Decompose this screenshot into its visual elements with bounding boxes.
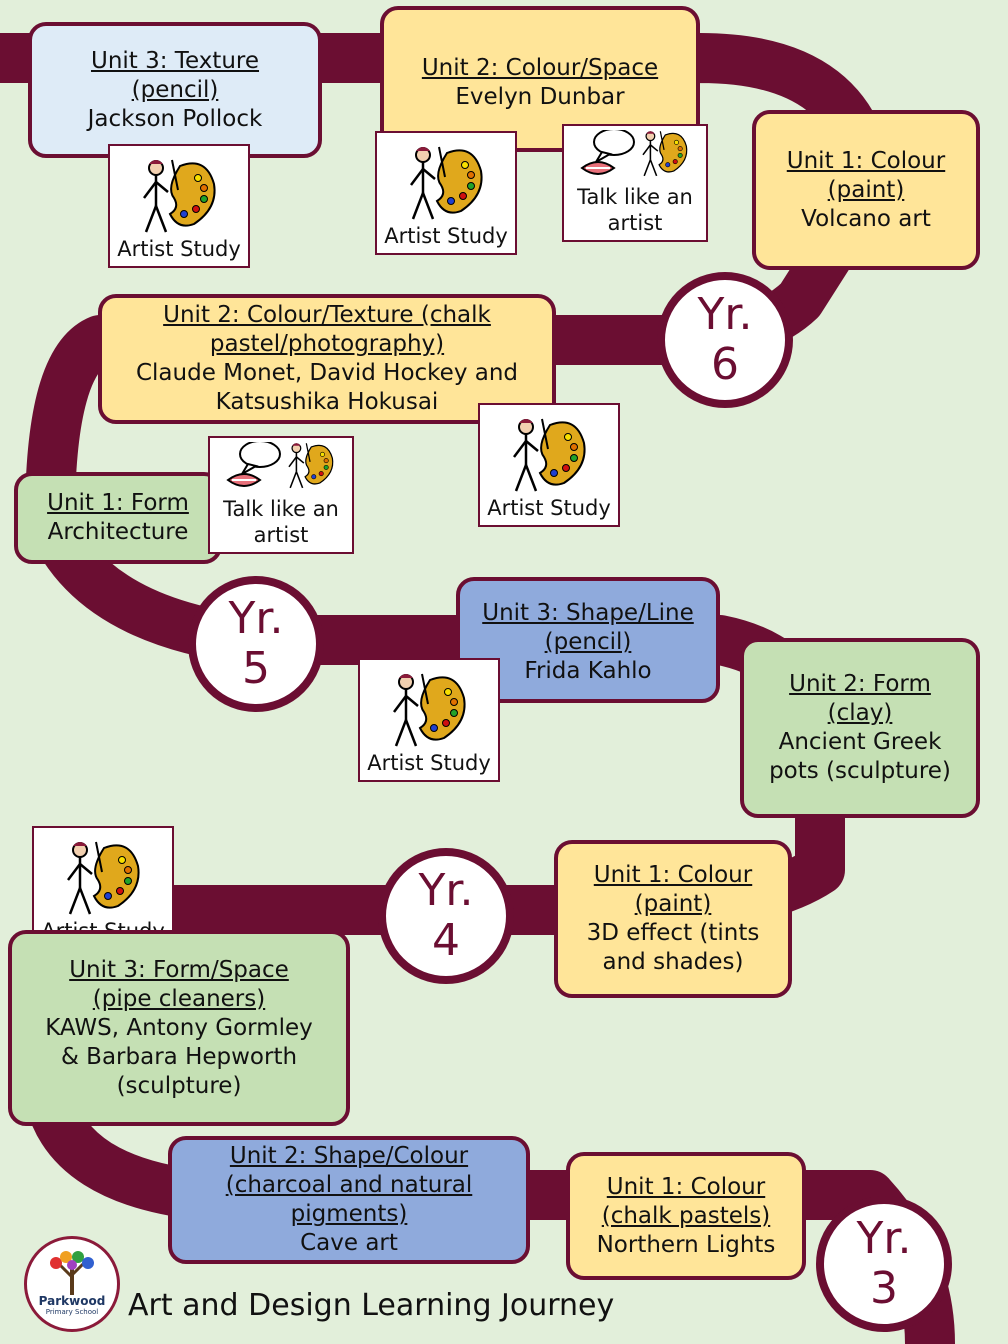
page-title: Art and Design Learning Journey [128, 1288, 615, 1323]
artist-study-card: Artist Study [478, 403, 620, 527]
unit-box-y6-texture: Unit 3: Texture (pencil) Jackson Pollock [28, 22, 322, 158]
card-label-line1: Talk like an [577, 185, 693, 209]
unit-medium: pastel/photography) [209, 331, 445, 357]
artist-study-card: Artist Study [375, 131, 517, 255]
year-number: 3 [870, 1263, 898, 1314]
artist-study-card: Artist Study [358, 658, 500, 782]
unit-box-y4-form: Unit 2: Form (clay) Ancient Greek pots (… [740, 638, 980, 818]
artist-with-palette-icon [409, 145, 483, 221]
unit-title: Unit 2: Form [789, 671, 931, 697]
unit-medium: (pipe cleaners) [92, 985, 266, 1012]
unit-desc: & Barbara Hepworth [60, 1043, 298, 1070]
unit-desc: Claude Monet, David Hockey and [135, 360, 519, 386]
year-label: Yr. [856, 1213, 912, 1264]
school-name: Parkwood [38, 1294, 106, 1308]
unit-title: Unit 1: Colour [606, 1173, 766, 1200]
school-subtitle: Primary School [45, 1308, 99, 1316]
unit-medium: (paint) [634, 891, 712, 917]
school-logo: Parkwood Primary School [24, 1236, 120, 1332]
unit-title: Unit 2: Shape/Colour [229, 1143, 469, 1169]
artist-with-palette-icon [512, 417, 586, 493]
artist-with-palette-icon [66, 840, 140, 916]
unit-desc: Volcano art [801, 205, 931, 232]
artist-with-palette-icon [392, 672, 466, 748]
year-label: Yr. [228, 593, 284, 644]
unit-desc: KAWS, Antony Gormley [45, 1014, 313, 1041]
unit-medium: (chalk pastels) [601, 1202, 771, 1229]
unit-desc: Architecture [47, 519, 189, 545]
unit-title: Unit 2: Colour/Texture (chalk [163, 302, 491, 328]
unit-box-y3-form-space: Unit 3: Form/Space (pipe cleaners) KAWS,… [8, 930, 350, 1126]
unit-desc: 3D effect (tints [586, 920, 760, 946]
unit-title: Unit 3: Shape/Line [482, 600, 694, 626]
talk-like-an-artist-card: Talk like an artist [208, 436, 354, 554]
unit-desc: Ancient Greek [778, 729, 942, 755]
talk-like-an-artist-card: Talk like an artist [562, 124, 708, 242]
unit-desc: Frida Kahlo [524, 658, 652, 684]
year-number: 6 [711, 339, 739, 390]
unit-medium: (clay) [827, 700, 893, 726]
year-number: 4 [432, 915, 460, 966]
unit-title: Unit 1: Colour [593, 862, 753, 888]
card-label-line2: artist [253, 523, 309, 547]
unit-medium: (pencil) [131, 76, 219, 103]
unit-title: Unit 3: Texture [90, 47, 260, 74]
unit-medium: (charcoal and natural pigments) [225, 1172, 473, 1227]
unit-box-y5-form: Unit 1: Form Architecture [14, 472, 222, 564]
unit-box-y5-colour-texture: Unit 2: Colour/Texture (chalk pastel/pho… [98, 294, 556, 424]
year-circle-5: Yr. 5 [188, 576, 324, 712]
year-label: Yr. [418, 865, 474, 916]
unit-desc: pots (sculpture) [769, 758, 951, 784]
card-label: Artist Study [367, 751, 491, 775]
tree-logo-icon [50, 1251, 94, 1295]
unit-box-y6-colour: Unit 1: Colour (paint) Volcano art [752, 110, 980, 270]
year-circle-3: Yr. 3 [816, 1196, 952, 1332]
card-label: Artist Study [117, 237, 241, 261]
card-label-line1: Talk like an [223, 497, 339, 521]
unit-box-y4-colour: Unit 1: Colour (paint) 3D effect (tints … [554, 840, 792, 998]
card-label-line2: artist [607, 211, 663, 235]
card-label: Artist Study [487, 496, 611, 520]
unit-box-y3-shape-colour: Unit 2: Shape/Colour (charcoal and natur… [168, 1136, 530, 1264]
unit-title: Unit 2: Colour/Space [421, 55, 659, 81]
unit-desc: Katsushika Hokusai [215, 389, 439, 415]
speech-bubble-mouth-icon [580, 130, 690, 184]
unit-box-y4-shape-line: Unit 3: Shape/Line (pencil) Frida Kahlo [456, 577, 720, 703]
unit-desc: and shades) [602, 949, 744, 975]
unit-medium: (pencil) [544, 629, 632, 655]
year-circle-6: Yr. 6 [657, 272, 793, 408]
unit-desc: Cave art [300, 1230, 398, 1256]
unit-desc: (sculpture) [116, 1072, 242, 1099]
unit-title: Unit 3: Form/Space [69, 956, 289, 983]
unit-medium: (paint) [827, 176, 905, 203]
artist-study-card: Artist Study [108, 144, 250, 268]
unit-desc: Jackson Pollock [87, 105, 263, 132]
speech-bubble-mouth-icon [226, 442, 336, 496]
year-label: Yr. [697, 289, 753, 340]
unit-desc: Northern Lights [596, 1231, 776, 1258]
card-label: Artist Study [384, 224, 508, 248]
unit-desc: Evelyn Dunbar [455, 84, 625, 110]
unit-box-y3-colour: Unit 1: Colour (chalk pastels) Northern … [566, 1152, 806, 1280]
unit-title: Unit 1: Colour [786, 147, 946, 174]
year-circle-4: Yr. 4 [378, 848, 514, 984]
unit-title: Unit 1: Form [47, 490, 189, 516]
year-number: 5 [242, 643, 270, 694]
artist-with-palette-icon [142, 158, 216, 234]
